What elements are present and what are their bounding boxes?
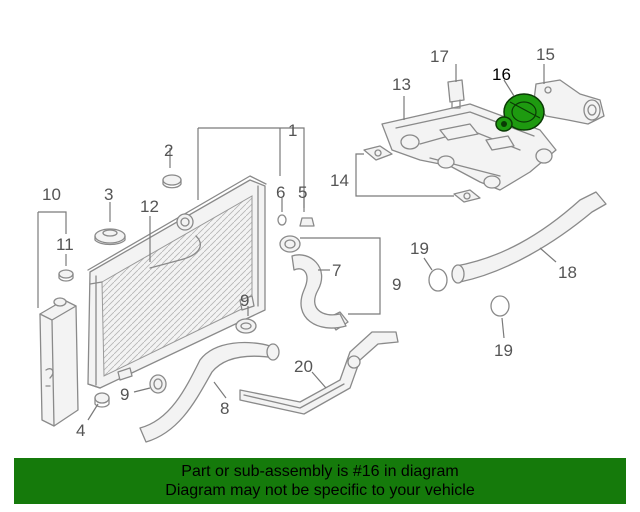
callout-2: 2	[164, 141, 173, 160]
hose-clamp-left	[149, 374, 167, 394]
lower-radiator-hose	[139, 341, 280, 443]
temp-sensor-17	[447, 79, 465, 109]
callout-10: 10	[42, 185, 61, 204]
radiator	[87, 175, 267, 389]
thermostat-housing-15	[533, 79, 605, 125]
gasket-upper	[363, 145, 393, 161]
callout-3: 3	[104, 185, 113, 204]
callout-11: 11	[56, 235, 74, 254]
callout-7: 7	[332, 261, 341, 280]
callout-1: 1	[288, 121, 297, 140]
bolt-5	[299, 217, 315, 227]
callout-13: 13	[392, 75, 411, 94]
water-pipe-18	[451, 191, 607, 284]
callout-9-right: 9	[392, 275, 401, 294]
callout-14: 14	[330, 171, 349, 190]
callout-19-lower: 19	[494, 341, 513, 360]
cap-11	[58, 269, 74, 282]
callout-17: 17	[430, 47, 449, 66]
hose-clamp-mid	[235, 318, 257, 334]
o-ring-lower	[490, 295, 510, 317]
callout-19-upper: 19	[410, 239, 429, 258]
callout-20: 20	[294, 357, 313, 376]
banner-line-1: Part or sub-assembly is #16 in diagram	[181, 463, 459, 480]
o-ring-upper	[428, 268, 448, 292]
radiator-cap-3	[94, 228, 126, 246]
cooling-system-diagram: 1 2 3 4 5 6 7 8 9 9 9 10 11 12 13 14 15 …	[37, 45, 607, 443]
leader-lines	[37, 64, 557, 421]
callout-6: 6	[276, 183, 285, 202]
hose-clamp-top	[279, 235, 301, 253]
thermostat-16[interactable]	[495, 93, 545, 132]
info-banner: Part or sub-assembly is #16 in diagram D…	[14, 458, 626, 504]
banner-line-2: Diagram may not be specific to your vehi…	[165, 482, 475, 499]
reservoir-tank	[39, 297, 79, 427]
callout-18: 18	[558, 263, 577, 282]
callout-9-mid: 9	[240, 291, 249, 310]
drain-plug-4	[94, 392, 110, 408]
upper-radiator-hose	[291, 254, 347, 329]
callout-16: 16	[492, 65, 511, 84]
callout-12: 12	[140, 197, 159, 216]
gasket-lower	[453, 189, 481, 203]
cap-2	[162, 174, 182, 189]
callout-15: 15	[536, 45, 555, 64]
water-pipe-20	[239, 331, 399, 415]
callout-5: 5	[298, 183, 307, 202]
callout-4: 4	[76, 421, 85, 440]
washer-6	[277, 214, 287, 226]
callout-labels: 1 2 3 4 5 6 7 8 9 9 9 10 11 12 13 14 15 …	[42, 45, 577, 440]
callout-9-left: 9	[120, 385, 129, 404]
callout-8: 8	[220, 399, 229, 418]
